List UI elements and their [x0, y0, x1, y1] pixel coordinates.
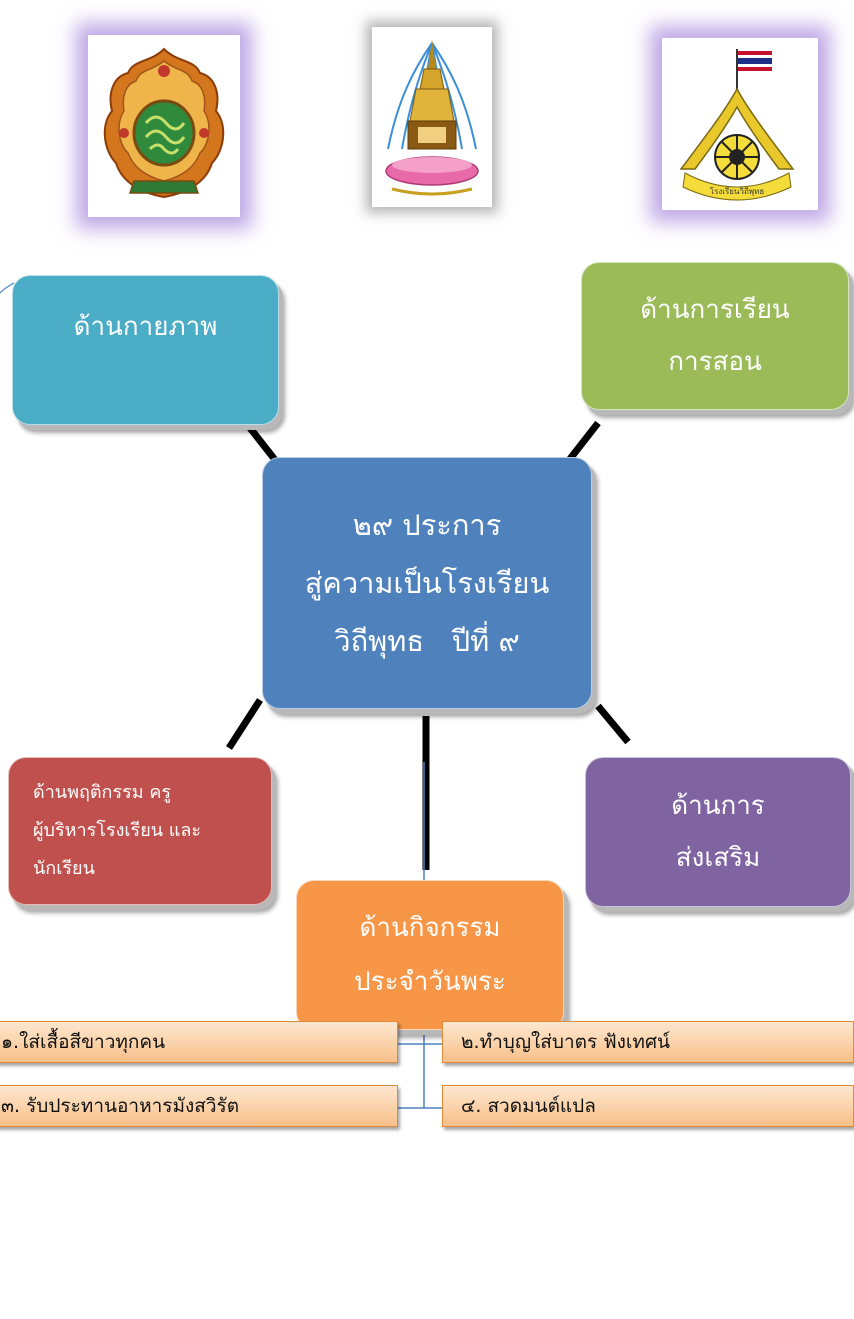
category-physical: ด้านกายภาพ [12, 275, 279, 425]
activity-item-2-text: ๒.ทำบุญใส่บาตร ฟังเทศน์ [461, 1031, 670, 1053]
category-activity-line-1: ด้านกิจกรรม [359, 913, 501, 943]
stupa-emblem-icon [385, 39, 479, 196]
activity-item-2: ๒.ทำบุญใส่บาตร ฟังเทศน์ [442, 1021, 854, 1063]
activity-item-1: ๑.ใส่เสื้อสีขาวทุกคน [0, 1021, 398, 1063]
activity-item-3-text: ๓. รับประทานอาหารมังสวิรัต [1, 1095, 240, 1117]
center-topic-line-2: สู่ความเป็นโรงเรียน [304, 566, 550, 600]
category-behavior-line-1: ด้านพฤติกรรม ครู [33, 782, 172, 803]
center-topic: ๒๙ ประการ สู่ความเป็นโรงเรียน วิถีพุทธ ป… [262, 457, 592, 709]
category-promotion: ด้านการ ส่งเสริม [585, 757, 851, 907]
category-physical-line-1: ด้านกายภาพ [73, 312, 218, 342]
category-teaching-line-2: การสอน [668, 347, 762, 377]
category-activity-line-2: ประจำวันพระ [354, 967, 506, 997]
category-behavior-line-2: ผู้บริหารโรงเรียน และ [33, 820, 202, 841]
connector-behavior [226, 698, 263, 750]
obec-emblem-icon [103, 47, 225, 199]
activity-item-4: ๔. สวดมนต์แปล [442, 1085, 854, 1127]
activity-item-1-text: ๑.ใส่เสื้อสีขาวทุกคน [1, 1031, 166, 1053]
category-teaching-line-1: ด้านการเรียน [640, 295, 790, 325]
category-activity: ด้านกิจกรรม ประจำวันพระ [296, 880, 564, 1030]
school-emblem-frame: โรงเรียนวิถีพุทธ [662, 38, 818, 210]
connector-promotion [595, 703, 631, 745]
buddhist-school-emblem-frame [372, 27, 492, 207]
category-behavior: ด้านพฤติกรรม ครู ผู้บริหารโรงเรียน และ น… [8, 757, 272, 905]
category-behavior-line-3: นักเรียน [33, 858, 95, 879]
activity-item-3: ๓. รับประทานอาหารมังสวิรัต [0, 1085, 398, 1127]
center-topic-line-3: วิถีพุทธ ปีที่ ๙ [334, 624, 520, 658]
school-flag-emblem-icon: โรงเรียนวิถีพุทธ [679, 49, 795, 201]
svg-text:โรงเรียนวิถีพุทธ: โรงเรียนวิถีพุทธ [710, 186, 765, 196]
center-topic-line-1: ๒๙ ประการ [352, 508, 502, 542]
activity-item-4-text: ๔. สวดมนต์แปล [461, 1095, 596, 1117]
connector-offpage [0, 282, 15, 294]
category-promotion-line-2: ส่งเสริม [675, 843, 761, 873]
category-promotion-line-1: ด้านการ [671, 791, 765, 821]
obec-emblem-frame [88, 35, 240, 217]
category-teaching: ด้านการเรียน การสอน [581, 262, 849, 410]
